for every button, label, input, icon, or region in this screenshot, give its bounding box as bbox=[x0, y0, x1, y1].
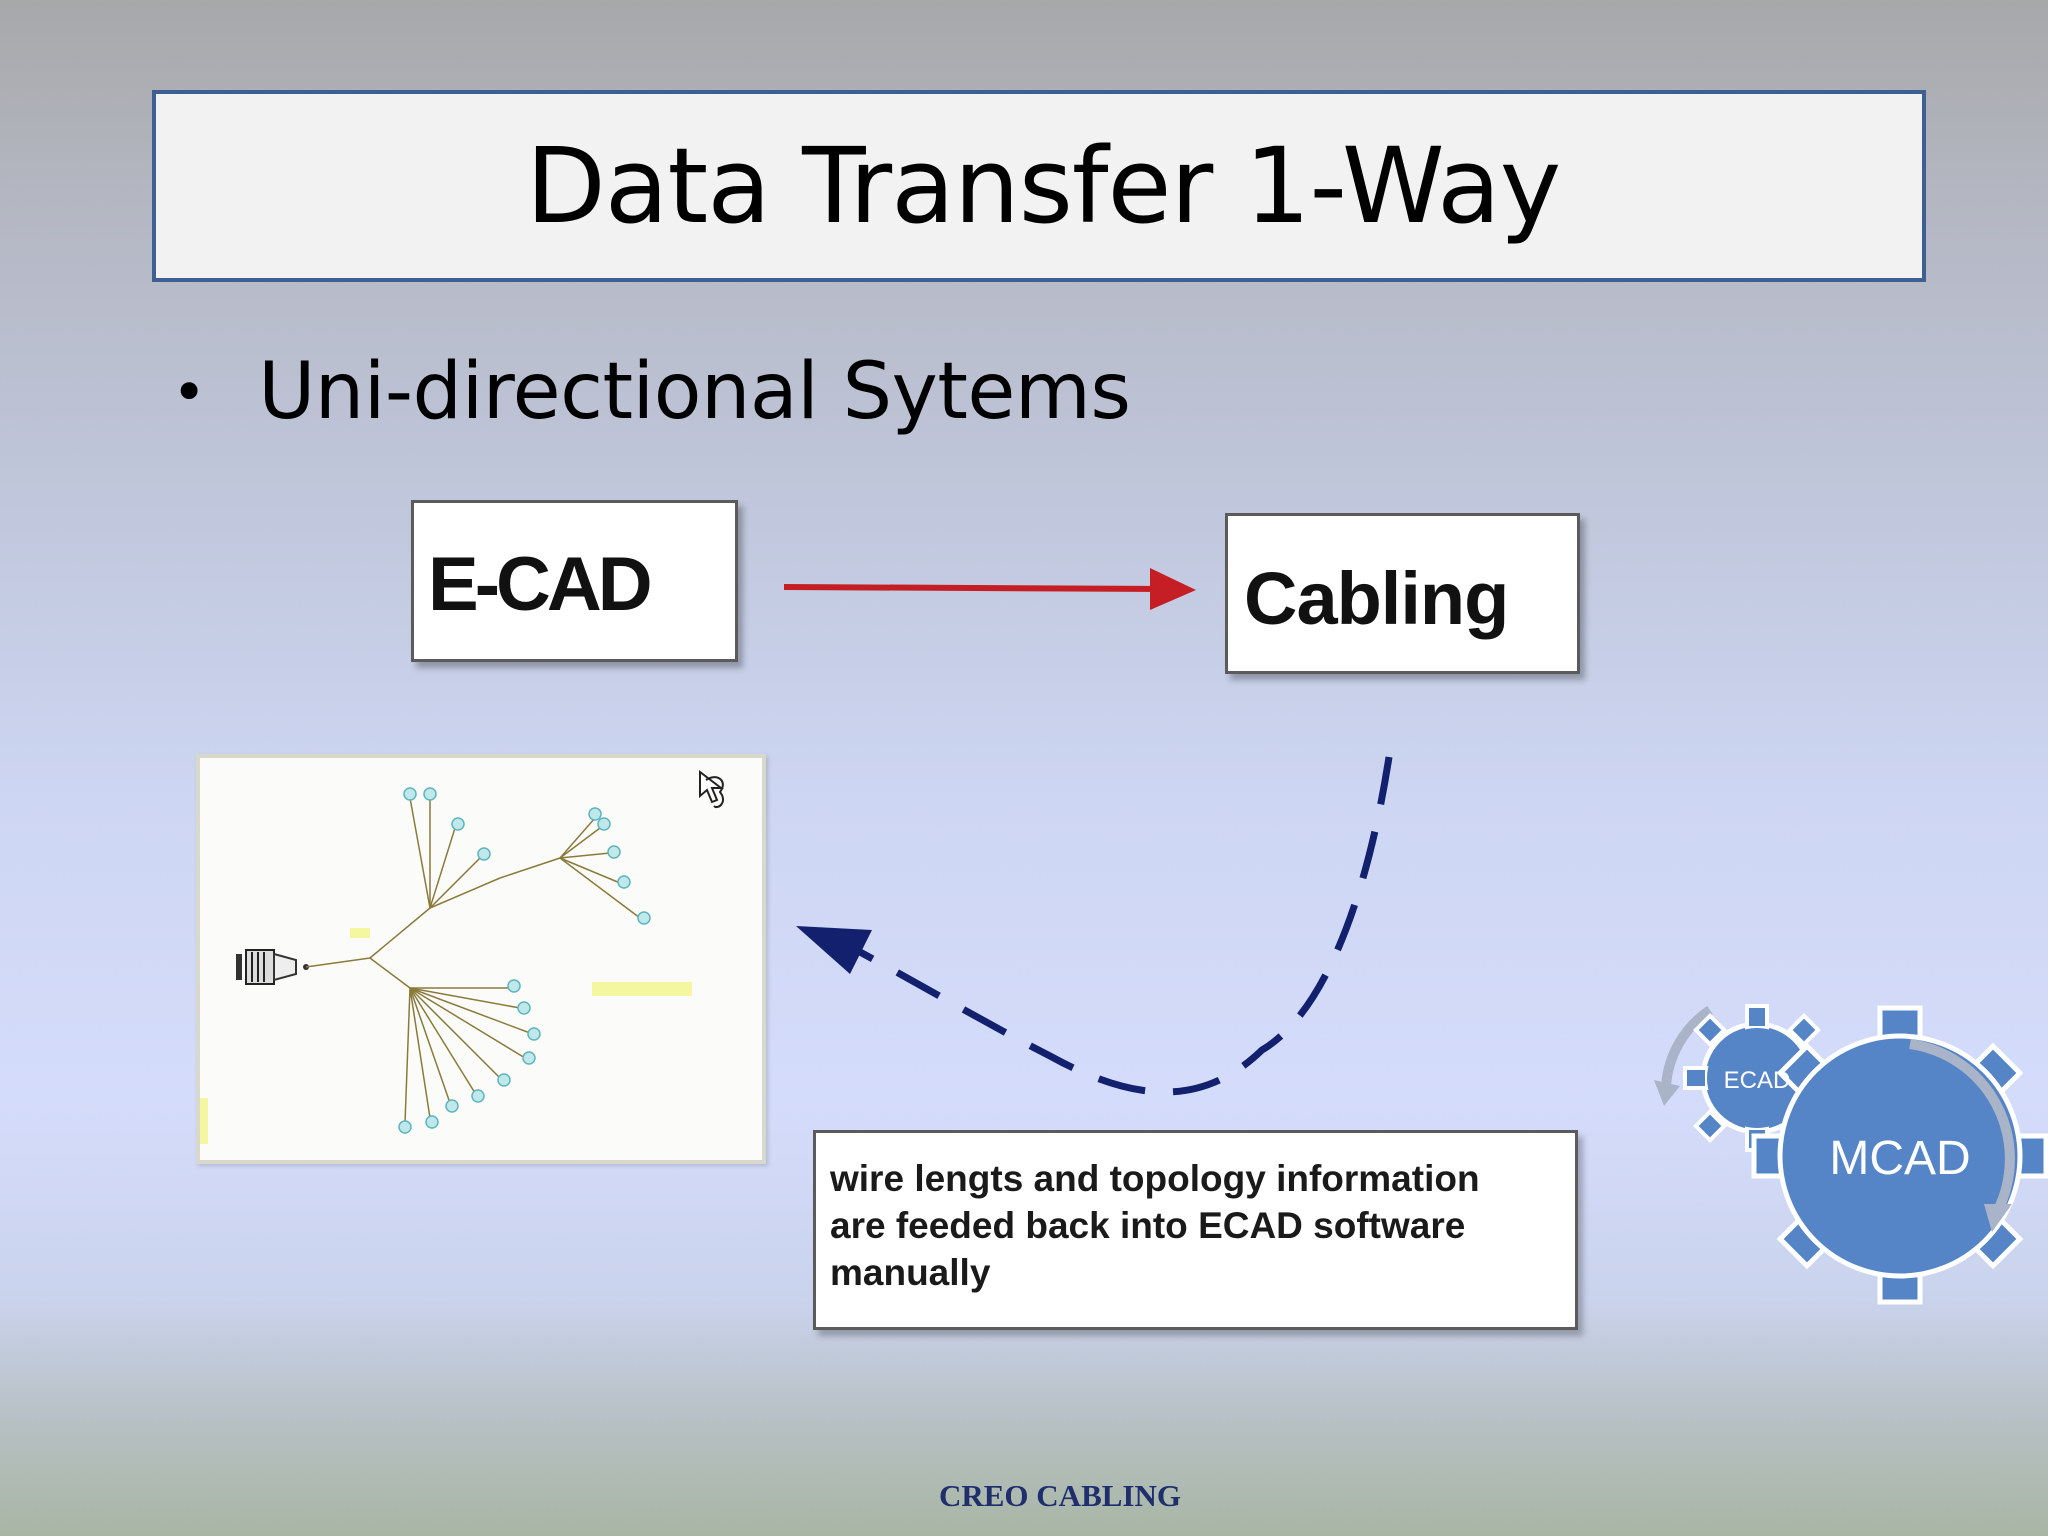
note-line: manually bbox=[830, 1252, 991, 1293]
bullet-item: • Uni-directional Sytems bbox=[172, 340, 1131, 444]
note-line: wire lengts and topology information bbox=[830, 1158, 1480, 1199]
slide-title: Data Transfer 1-Way bbox=[525, 125, 1562, 247]
gear-icon bbox=[1751, 1005, 2048, 1305]
feedback-arrow bbox=[796, 756, 1393, 1096]
gear-small-label: ECAD bbox=[1724, 1067, 1791, 1094]
gear-logo: ECAD MCAD bbox=[1654, 1004, 2048, 1305]
title-box: Data Transfer 1-Way bbox=[152, 90, 1926, 282]
ecad-box: E-CAD bbox=[411, 500, 738, 662]
gear-large-label: MCAD bbox=[1829, 1132, 1970, 1185]
cursor-icon bbox=[699, 769, 724, 808]
footer-text: CREO CABLING bbox=[938, 1478, 1181, 1513]
harness-terminals bbox=[398, 787, 651, 1134]
connector-icon bbox=[236, 949, 309, 985]
ecad-box-label: E-CAD bbox=[428, 542, 653, 627]
cabling-box-label: Cabling bbox=[1244, 557, 1509, 640]
bullet-dot: • bbox=[172, 358, 207, 426]
harness-diagram-image bbox=[196, 754, 766, 1164]
harness-diagram-graphic bbox=[200, 769, 724, 1144]
note-box: wire lengts and topology information are… bbox=[813, 1130, 1578, 1330]
bullet-text: Uni-directional Sytems bbox=[258, 347, 1131, 437]
cabling-box: Cabling bbox=[1225, 513, 1580, 674]
note-line: are feeded back into ECAD software bbox=[830, 1205, 1466, 1246]
harness-branches bbox=[305, 797, 641, 1124]
harness-highlights bbox=[200, 928, 692, 1144]
forward-arrow bbox=[783, 568, 1196, 610]
